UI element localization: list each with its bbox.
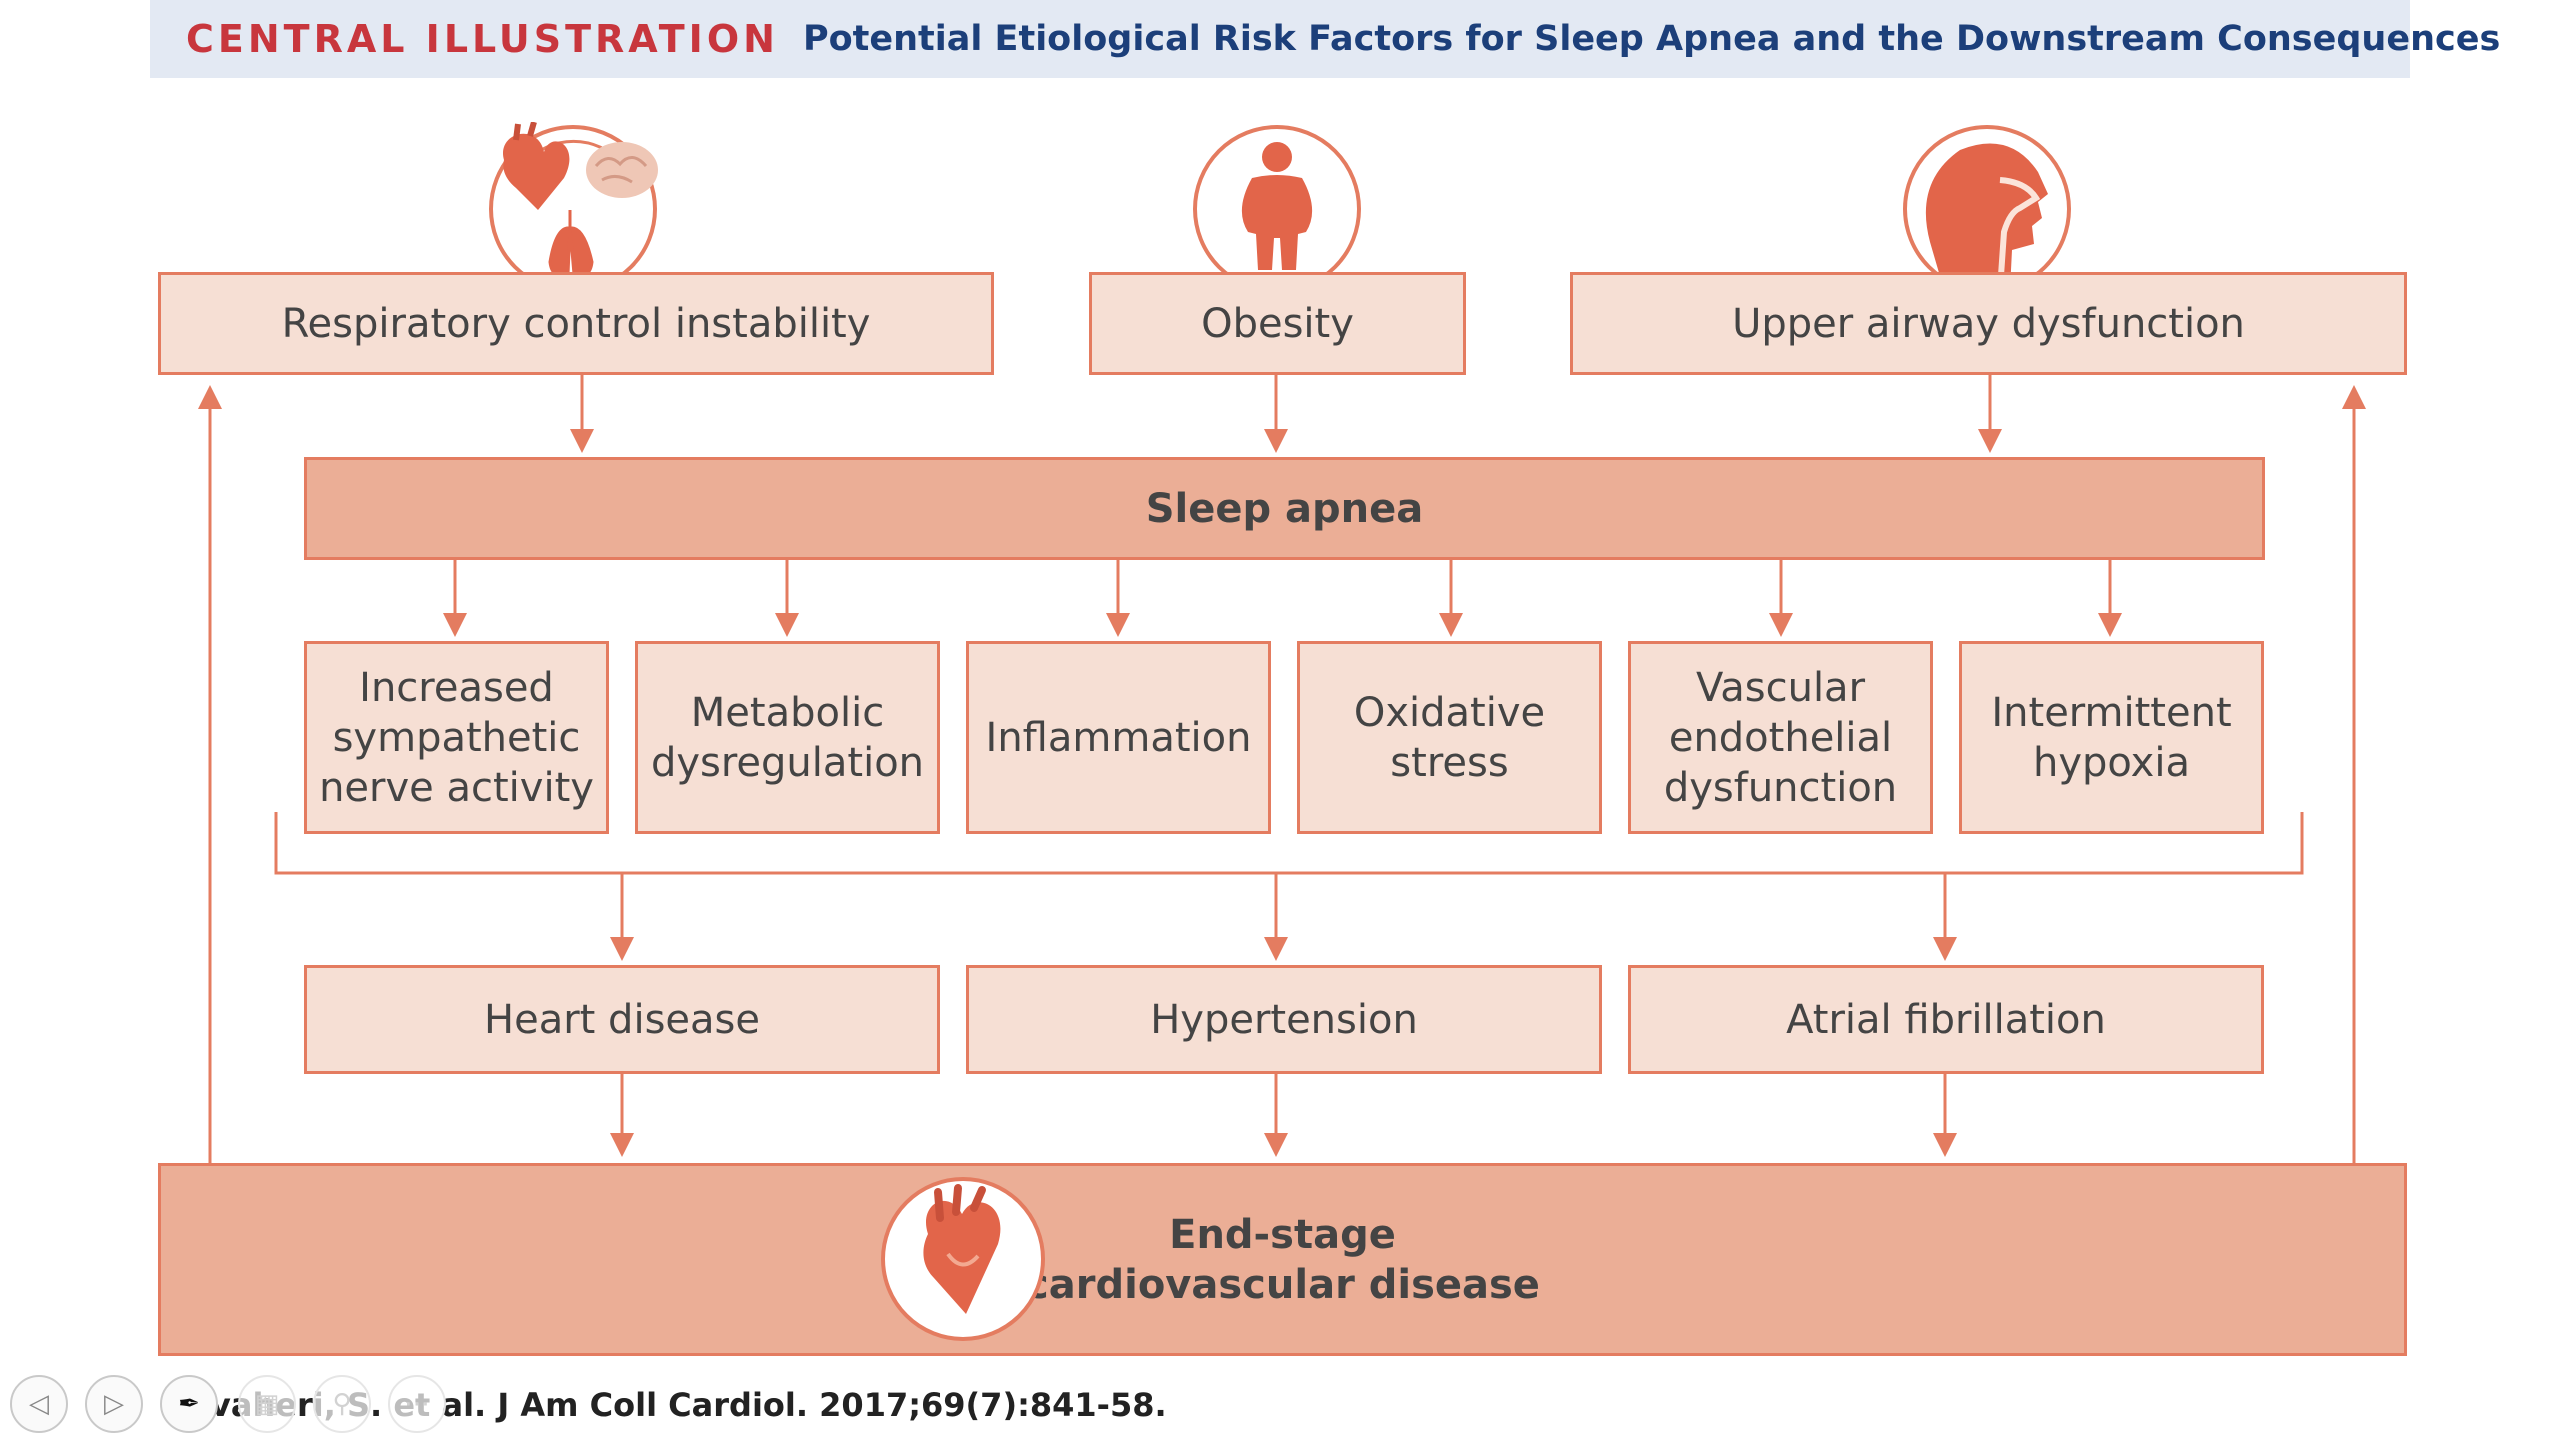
outcome-label: Atrial fibrillation	[1786, 996, 2106, 1043]
outcome-heart-disease: Heart disease	[304, 965, 940, 1074]
outcome-hypertension: Hypertension	[966, 965, 1602, 1074]
risk-factor-label: Upper airway dysfunction	[1732, 300, 2245, 347]
heart-icon	[878, 1174, 1048, 1348]
prev-icon: ◁	[29, 1389, 49, 1419]
outcome-label: Hypertension	[1150, 996, 1418, 1043]
mechanism-label: Inflammation	[985, 714, 1252, 761]
mechanism-label: Intermittent hypoxia	[1991, 689, 2232, 786]
mechanism-intermittent-hypoxia: Intermittent hypoxia	[1959, 641, 2264, 834]
diagram-title: Potential Etiological Risk Factors for S…	[802, 19, 2501, 59]
mechanism-inflammation: Inflammation	[966, 641, 1271, 834]
risk-factor-obesity: Obesity	[1089, 272, 1466, 375]
mechanism-label: Oxidative stress	[1353, 689, 1546, 786]
mechanism-oxidative-stress: Oxidative stress	[1297, 641, 1602, 834]
mechanism-label: Metabolic dysregulation	[650, 689, 925, 786]
mechanism-label: Vascular endothelial dysfunction	[1663, 664, 1898, 811]
mechanism-sympathetic-nerve-activity: Increased sympathetic nerve activity	[304, 641, 609, 834]
risk-factor-upper-airway-dysfunction: Upper airway dysfunction	[1570, 272, 2407, 375]
heart-brain-lungs-icon	[486, 121, 661, 301]
more-options-button[interactable]: ⋯	[388, 1375, 446, 1433]
outcome-atrial-fibrillation: Atrial fibrillation	[1628, 965, 2264, 1074]
play-icon: ▷	[104, 1389, 124, 1419]
more-icon: ⋯	[404, 1389, 430, 1419]
risk-factor-label: Respiratory control instability	[281, 300, 871, 347]
title-banner: CENTRAL ILLUSTRATION Potential Etiologic…	[150, 0, 2500, 78]
risk-factor-label: Obesity	[1201, 300, 1354, 347]
sleep-apnea-label: Sleep apnea	[1145, 485, 1424, 532]
end-stage-box: End-stage cardiovascular disease	[158, 1163, 2407, 1356]
pen-tool-button[interactable]: ✒	[160, 1375, 218, 1433]
pen-icon: ✒	[178, 1389, 200, 1419]
mechanism-metabolic-dysregulation: Metabolic dysregulation	[635, 641, 940, 834]
grid-view-button[interactable]: ▦	[238, 1375, 296, 1433]
play-button[interactable]: ▷	[85, 1375, 143, 1433]
sleep-apnea-box: Sleep apnea	[304, 457, 2265, 560]
central-illustration-label: CENTRAL ILLUSTRATION	[186, 17, 779, 61]
zoom-button[interactable]: ⚲	[313, 1375, 371, 1433]
head-airway-icon	[1900, 122, 2075, 301]
grid-icon: ▦	[254, 1389, 280, 1419]
outcome-label: Heart disease	[484, 996, 760, 1043]
risk-factor-respiratory-control-instability: Respiratory control instability	[158, 272, 994, 375]
zoom-icon: ⚲	[332, 1389, 352, 1419]
end-stage-label: End-stage cardiovascular disease	[1025, 1211, 1540, 1308]
prev-slide-button[interactable]: ◁	[10, 1375, 68, 1433]
mechanism-vascular-endothelial-dysfunction: Vascular endothelial dysfunction	[1628, 641, 1933, 834]
mechanism-label: Increased sympathetic nerve activity	[319, 664, 594, 811]
